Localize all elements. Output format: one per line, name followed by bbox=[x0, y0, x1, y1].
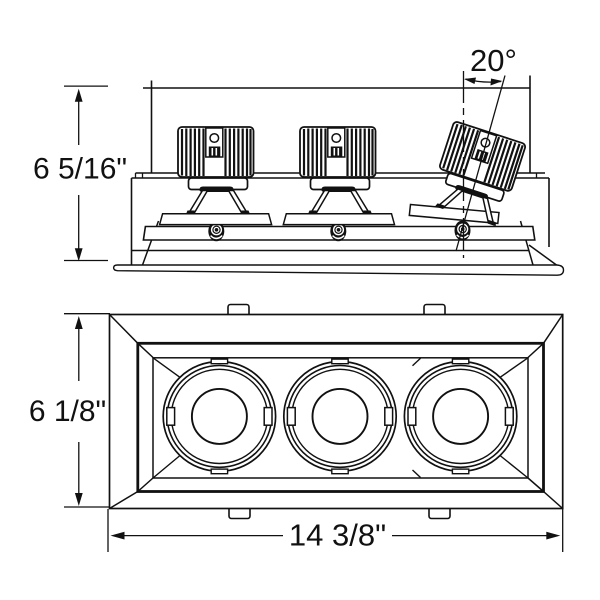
svg-text:6 1/8": 6 1/8" bbox=[29, 395, 106, 428]
svg-text:20°: 20° bbox=[470, 43, 517, 78]
svg-text:14 3/8": 14 3/8" bbox=[289, 518, 386, 553]
svg-text:6 5/16": 6 5/16" bbox=[33, 153, 127, 186]
